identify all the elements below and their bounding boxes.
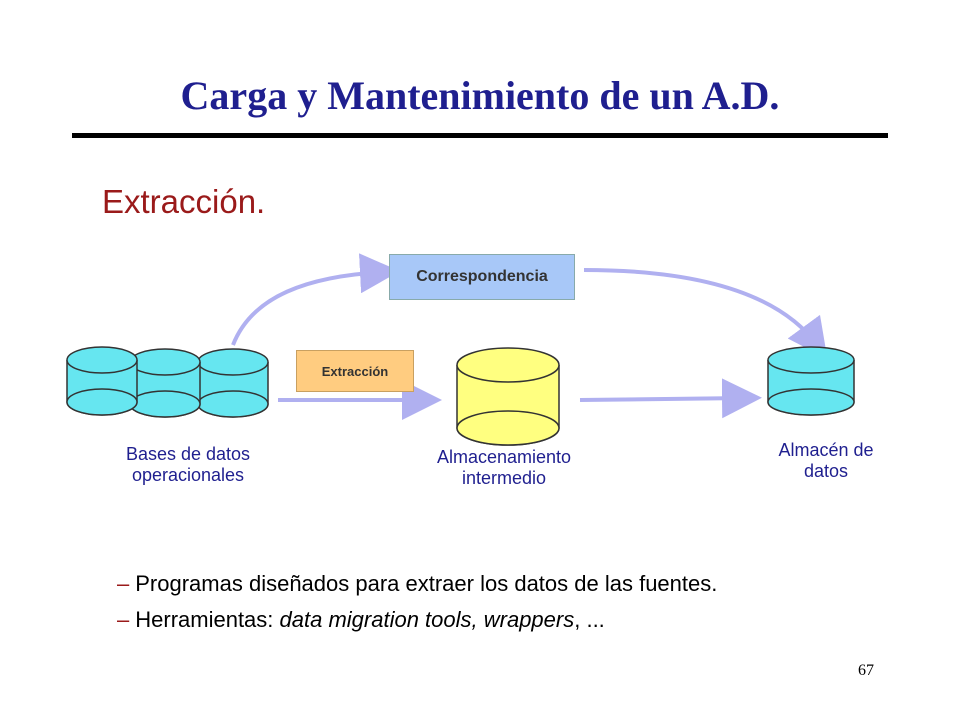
page-number: 67 bbox=[858, 662, 874, 679]
bullet-text: Herramientas: bbox=[135, 607, 280, 632]
bullet-list: –Programas diseñados para extraer los da… bbox=[117, 566, 717, 638]
section-subtitle: Extracción. bbox=[102, 183, 266, 220]
bullet-text: Programas diseñados para extraer los dat… bbox=[135, 571, 718, 596]
bullet-item: –Programas diseñados para extraer los da… bbox=[117, 566, 717, 602]
bullet-suffix: , ... bbox=[574, 607, 605, 632]
label-almacenamiento-intermedio: Almacenamiento intermedio bbox=[436, 447, 572, 488]
bullet-dash: – bbox=[117, 571, 130, 596]
label-bases-datos: Bases de datos operacionales bbox=[125, 444, 251, 485]
database-icon bbox=[66, 346, 138, 416]
bullet-item: –Herramientas: data migration tools, wra… bbox=[117, 602, 717, 638]
extraccion-box: Extracción bbox=[296, 350, 414, 392]
arrow-almacenamiento-to-almacen bbox=[579, 378, 762, 419]
correspondencia-box: Correspondencia bbox=[389, 254, 575, 300]
warehouse-database-icon bbox=[767, 346, 855, 416]
database-icon bbox=[129, 348, 201, 418]
database-icon bbox=[197, 348, 269, 418]
bullet-dash: – bbox=[117, 607, 130, 632]
label-almacen-datos: Almacén de datos bbox=[778, 440, 874, 481]
staging-database-icon bbox=[456, 347, 560, 446]
bullet-emphasis: data migration tools, wrappers bbox=[279, 607, 575, 632]
arrow-correspondencia-to-almacen bbox=[583, 268, 828, 359]
title-rule bbox=[72, 133, 888, 138]
arrow-bases-to-correspondencia bbox=[231, 253, 400, 346]
slide-title: Carga y Mantenimiento de un A.D. bbox=[180, 73, 780, 118]
